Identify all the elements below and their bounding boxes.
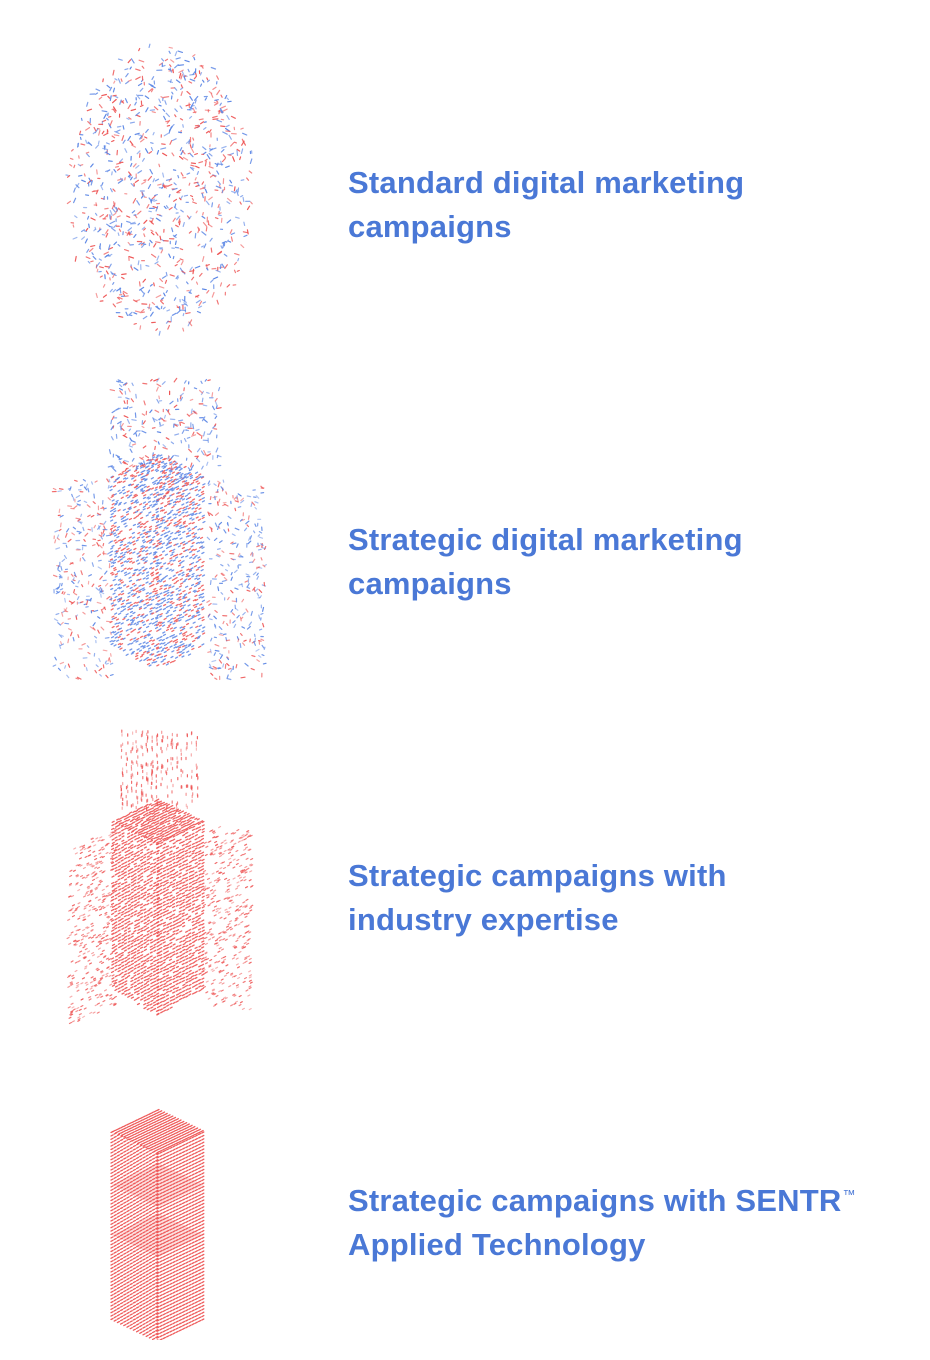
scattered-cloud-graphic — [65, 43, 253, 336]
scattered-particles-illustration — [40, 30, 280, 350]
caption-line-2: campaigns — [348, 209, 512, 244]
stage-caption: Strategic digital marketing campaigns — [348, 518, 918, 606]
caption-line-1: Strategic campaigns with SENTR — [348, 1183, 842, 1218]
stage-sentr: Strategic campaigns with SENTR™ Applied … — [0, 1090, 930, 1340]
caption-line-1: Strategic campaigns with — [348, 858, 727, 893]
red-tower-particles-graphic — [66, 729, 254, 1025]
caption-line-1: Strategic digital marketing — [348, 522, 743, 557]
forming-tower-graphic — [51, 377, 267, 681]
caption-line-2: Applied Technology — [348, 1227, 646, 1262]
solid-tower-graphic — [110, 1108, 205, 1340]
solid-tower-illustration — [40, 1090, 280, 1340]
stage-caption: Strategic campaigns with SENTR™ Applied … — [348, 1179, 918, 1267]
stage-caption: Strategic campaigns with industry expert… — [348, 854, 918, 942]
stage-standard: Standard digital marketing campaigns — [0, 30, 930, 350]
caption-line-2: industry expertise — [348, 902, 619, 937]
red-tower-with-particles-illustration — [40, 720, 280, 1040]
caption-line-2: campaigns — [348, 566, 512, 601]
stage-strategic: Strategic digital marketing campaigns — [0, 370, 930, 700]
trademark-mark: ™ — [842, 1187, 856, 1202]
stage-industry-expertise: Strategic campaigns with industry expert… — [0, 720, 930, 1040]
stage-caption: Standard digital marketing campaigns — [348, 161, 918, 249]
caption-line-1: Standard digital marketing — [348, 165, 745, 200]
forming-tower-illustration — [40, 370, 280, 700]
